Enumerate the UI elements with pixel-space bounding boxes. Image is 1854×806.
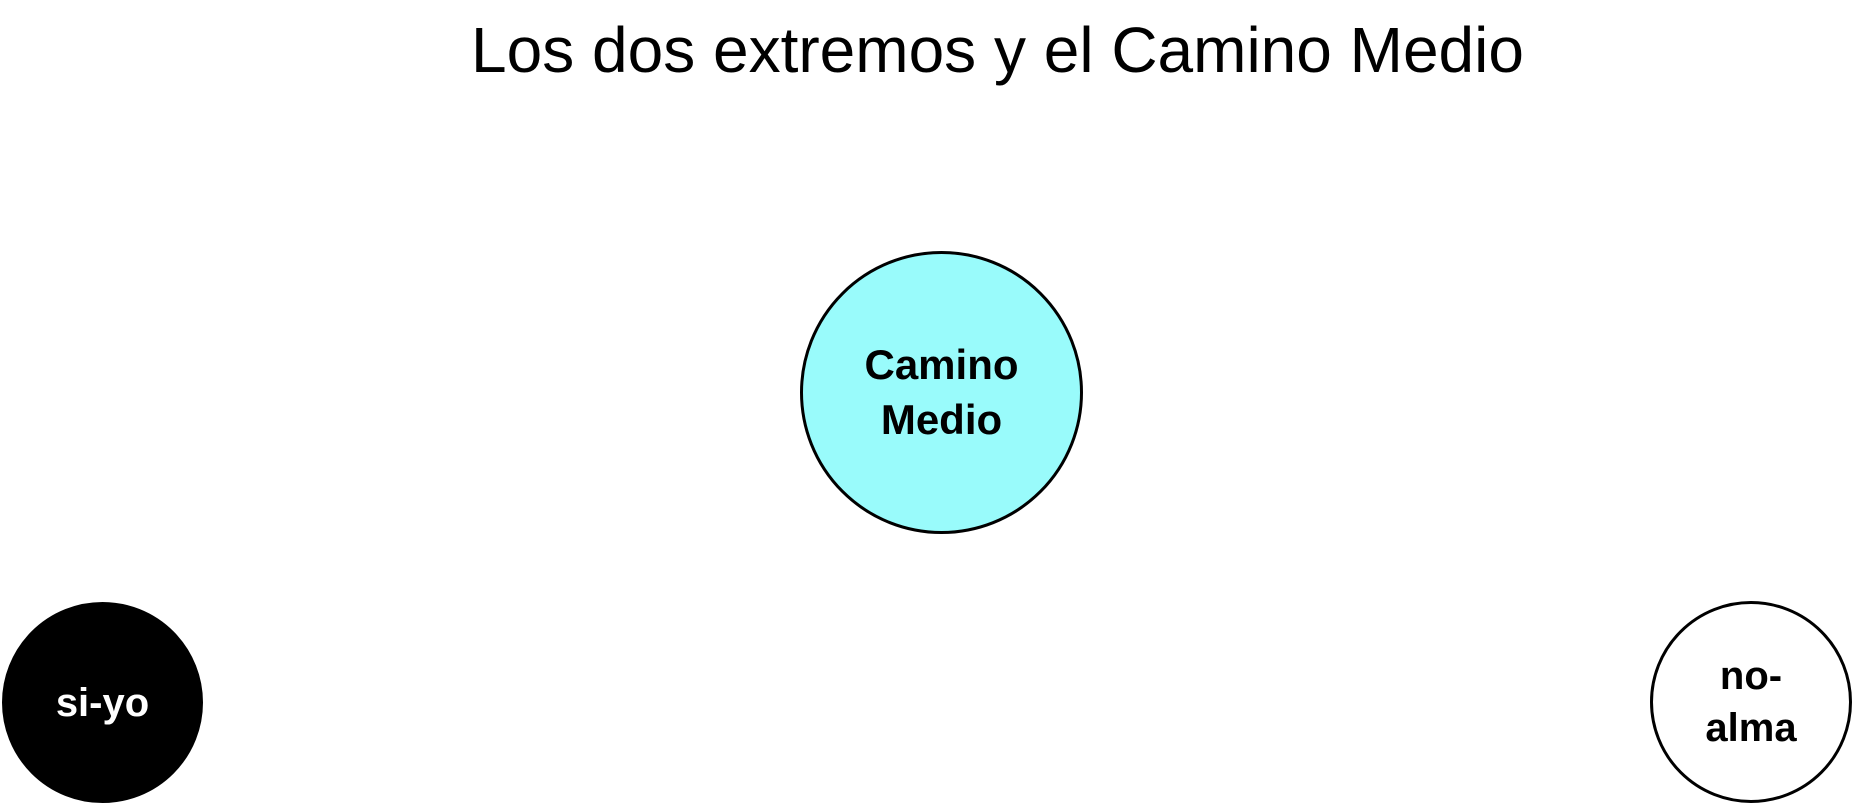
node-no-alma-label: no- alma <box>1705 654 1797 750</box>
node-si-yo: si-yo <box>2 602 203 803</box>
node-camino-medio: Camino Medio <box>800 251 1083 534</box>
diagram-title: Los dos extremos y el Camino Medio <box>471 14 1524 86</box>
node-camino-medio-label: Camino Medio <box>864 340 1019 443</box>
node-si-yo-label: si-yo <box>55 680 150 725</box>
node-no-alma: no- alma <box>1650 601 1852 803</box>
